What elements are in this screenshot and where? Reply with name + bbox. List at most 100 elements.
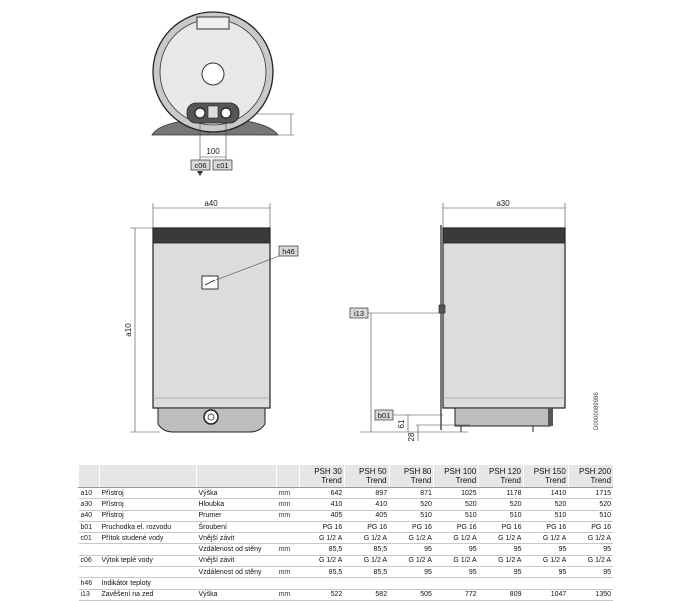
side-view: a30 i13 b01 61 28 D0000089986: [349, 199, 600, 441]
tank-side-body: [442, 227, 566, 409]
row-value: 510: [433, 510, 479, 522]
row-value: G 1/2 A: [523, 555, 569, 568]
row-value: 642: [299, 487, 345, 500]
tank-side-top-band: [442, 227, 566, 244]
row-code: c06: [78, 555, 100, 568]
row-parameter: Výška: [196, 487, 277, 500]
row-value: 510: [523, 510, 569, 522]
row-unit: mm: [276, 589, 300, 601]
row-value: G 1/2 A: [299, 532, 345, 545]
row-value: 897: [344, 487, 390, 500]
row-parameter: Vzdálenost od stěny: [196, 566, 277, 579]
row-parameter: Vnější závit: [196, 555, 277, 568]
tank-front-top-band: [152, 227, 271, 244]
row-value: 85,5: [344, 543, 390, 556]
row-value: 809: [478, 589, 524, 601]
row-unit: [276, 532, 300, 545]
row-item: Přístroj: [99, 498, 197, 511]
row-value: 405: [299, 510, 345, 522]
row-unit: mm: [276, 543, 300, 556]
row-value: 95: [433, 543, 479, 556]
row-value: G 1/2 A: [568, 532, 614, 545]
row-unit: mm: [276, 487, 300, 500]
row-parameter: [196, 577, 277, 590]
row-item: [99, 566, 197, 579]
row-value: 85,5: [344, 566, 390, 579]
row-value: [523, 577, 569, 590]
pipe-c01: [220, 107, 232, 119]
tank-side-bottom: [454, 407, 551, 427]
row-value: PG 16: [523, 521, 569, 534]
row-value: G 1/2 A: [344, 532, 390, 545]
row-value: 522: [299, 589, 345, 601]
drawing-code: D0000089986: [594, 392, 600, 430]
row-code: c01: [78, 532, 100, 545]
row-value: 520: [389, 498, 434, 511]
row-value: PG 16: [478, 521, 524, 534]
row-unit: [276, 555, 300, 568]
dim-100-label: 100: [206, 147, 220, 156]
row-parameter: Šroubení: [196, 521, 277, 534]
row-value: 95: [433, 566, 479, 579]
row-value: 85,5: [299, 566, 345, 579]
row-value: [478, 577, 524, 590]
row-item: Pruchodka el. rozvodu: [99, 521, 197, 534]
row-value: G 1/2 A: [568, 555, 614, 568]
row-value: [299, 577, 345, 590]
row-code: a30: [78, 498, 100, 511]
row-parameter: Vzdálenost od stěny: [196, 543, 277, 556]
tag-b01: b01: [378, 411, 391, 420]
row-value: 510: [478, 510, 524, 522]
row-parameter: Hloubka: [196, 498, 277, 511]
top-view: 100 c06 c01: [151, 11, 294, 176]
technical-drawing: 100 c06 c01 a40 h46 a10: [124, 11, 600, 441]
row-item: Indikátor teploty: [99, 577, 197, 590]
row-value: G 1/2 A: [299, 555, 345, 568]
row-code: [78, 543, 100, 556]
row-value: G 1/2 A: [478, 532, 524, 545]
row-value: 1350: [568, 589, 614, 601]
tag-i13: i13: [354, 309, 364, 318]
row-item: Přítok studené vody: [99, 532, 197, 545]
row-value: 582: [344, 589, 390, 601]
row-value: [389, 577, 434, 590]
arrow-down-icon: [197, 171, 203, 176]
row-value: PG 16: [568, 521, 614, 534]
row-value: 520: [568, 498, 614, 511]
row-item: Přístroj: [99, 487, 197, 500]
row-value: 871: [389, 487, 434, 500]
tag-c06: c06: [194, 161, 206, 170]
row-value: 772: [433, 589, 479, 601]
row-item: [99, 543, 197, 556]
row-value: PG 16: [344, 521, 390, 534]
row-value: PG 16: [389, 521, 434, 534]
row-value: G 1/2 A: [478, 555, 524, 568]
row-code: b01: [78, 521, 100, 534]
row-value: 410: [344, 498, 390, 511]
row-value: 505: [389, 589, 434, 601]
row-value: 95: [568, 543, 614, 556]
center-opening: [201, 62, 225, 86]
row-parameter: Vnější závit: [196, 532, 277, 545]
dim-a10-label: a10: [124, 323, 133, 337]
row-value: G 1/2 A: [433, 555, 479, 568]
row-value: 95: [478, 543, 524, 556]
row-value: 520: [478, 498, 524, 511]
row-item: Přístroj: [99, 510, 197, 522]
row-value: 95: [523, 566, 569, 579]
row-code: a40: [78, 510, 100, 522]
